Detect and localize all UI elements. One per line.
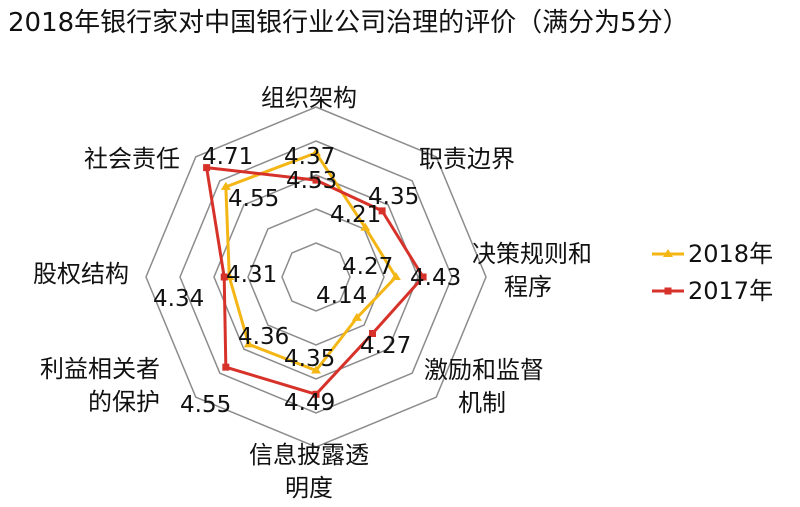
data-point-2017-5	[312, 390, 320, 398]
data-point-2017-3	[419, 273, 427, 281]
data-label-2018-3: 4.27	[342, 254, 393, 280]
axis-label-3-line2: 程序	[504, 273, 552, 301]
data-point-2017-7	[220, 273, 228, 281]
data-label-2017-5: 4.49	[284, 390, 335, 416]
data-point-2017-2	[378, 207, 386, 215]
data-point-2017-4	[368, 329, 376, 337]
axis-label-5-line2: 明度	[285, 474, 333, 502]
grid-ring-4	[179, 140, 453, 414]
axis-label-4-line1: 激励和监督	[424, 356, 544, 384]
data-label-2018-5: 4.35	[284, 346, 335, 372]
legend: 2018年 2017年	[652, 240, 773, 305]
axis-label-7: 股权结构	[33, 260, 129, 288]
radar-grid	[145, 106, 487, 448]
data-label-2017-2: 4.35	[368, 184, 419, 210]
data-labels: 4.534.214.274.144.354.364.314.554.374.35…	[153, 144, 461, 418]
data-label-2017-6: 4.55	[180, 392, 231, 418]
axis-label-4-line2: 机制	[458, 389, 506, 417]
data-label-2017-8: 4.71	[202, 144, 253, 170]
data-label-2017-7: 4.34	[153, 286, 204, 312]
data-point-2017-8	[203, 164, 211, 172]
data-label-2018-8: 4.55	[228, 186, 279, 212]
radar-series	[203, 147, 427, 398]
grid-ring-2	[247, 208, 385, 346]
legend-label-2017: 2017年	[688, 277, 773, 305]
axis-label-6-line1: 利益相关者	[40, 355, 160, 383]
data-label-2017-3: 4.43	[410, 265, 461, 291]
data-label-2018-6: 4.36	[238, 324, 289, 350]
data-label-2018-2: 4.21	[330, 202, 381, 228]
grid-ring-5	[145, 106, 487, 448]
data-point-2018-5	[311, 365, 321, 374]
axis-label-8: 社会责任	[84, 145, 180, 173]
axis-label-5-line1: 信息披露透	[249, 441, 369, 469]
legend-marker-2017	[664, 287, 672, 295]
axis-label-2: 职责边界	[419, 145, 515, 173]
data-point-2018-4	[351, 312, 362, 321]
data-point-2017-1	[312, 176, 320, 184]
data-point-2018-8	[220, 181, 231, 190]
grid-ring-3	[213, 174, 419, 380]
data-point-2018-1	[311, 147, 321, 156]
data-label-2018-1: 4.53	[286, 168, 337, 194]
data-point-2018-6	[243, 339, 254, 348]
axis-label-1: 组织架构	[261, 84, 357, 112]
data-label-2018-7: 4.31	[226, 262, 277, 288]
legend-marker-2018	[663, 249, 673, 257]
legend-label-2018: 2018年	[688, 240, 773, 268]
chart-title: 2018年银行家对中国银行业公司治理的评价（满分为5分）	[8, 8, 689, 38]
axis-label-3-line1: 决策规则和	[472, 240, 592, 268]
axis-label-6-line2: 的保护	[88, 388, 160, 416]
data-label-2017-1: 4.37	[284, 144, 335, 170]
data-point-2018-2	[360, 222, 371, 231]
grid-ring-1	[281, 242, 351, 312]
data-label-2018-4: 4.14	[316, 283, 367, 309]
data-point-2018-3	[390, 272, 401, 280]
data-point-2017-6	[222, 363, 230, 371]
data-label-2017-4: 4.27	[360, 333, 411, 359]
